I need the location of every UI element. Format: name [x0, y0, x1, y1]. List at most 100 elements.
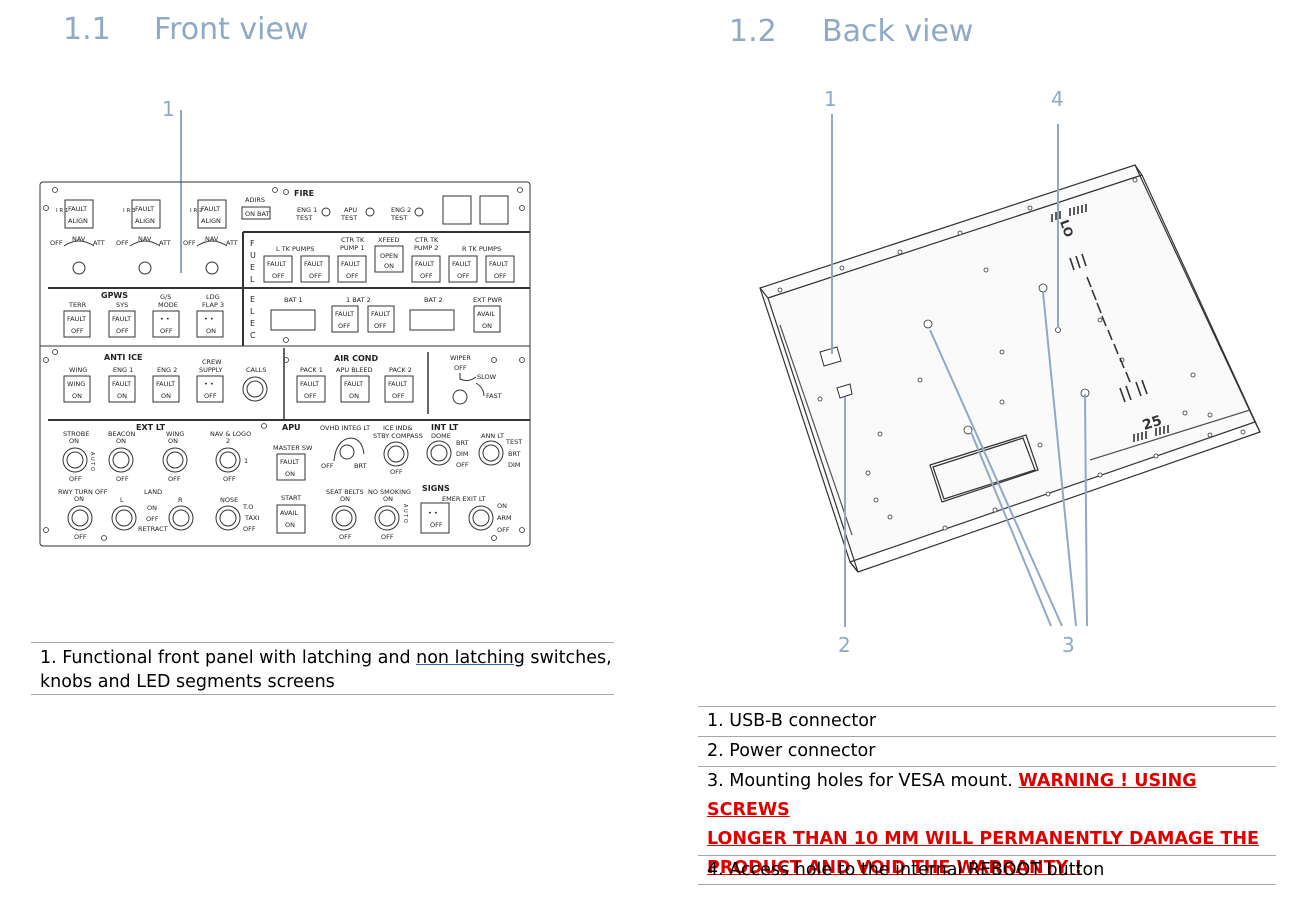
- ir2-label: I R 2: [190, 208, 202, 214]
- gpws-ldg-on: ON: [206, 327, 216, 335]
- back-warning-line2: LONGER THAN 10 MM WILL PERMANENTLY DAMAG…: [707, 829, 1259, 849]
- gpws-title: GPWS: [101, 291, 128, 300]
- fuel-xfeed-open: OPEN: [380, 252, 398, 260]
- intlt-title: INT LT: [431, 423, 459, 432]
- aircond-f1: FAULT: [300, 380, 319, 388]
- ir1-nav: NAV: [72, 235, 86, 243]
- elec-avail: AVAIL: [477, 310, 495, 318]
- ir3-nav: NAV: [138, 235, 152, 243]
- fuel-o6: OFF: [494, 272, 507, 280]
- fuel-ctr2b: PUMP 2: [414, 244, 438, 252]
- antiice-eng1-fault: FAULT: [112, 380, 131, 388]
- extlt-wing: WING: [166, 430, 184, 438]
- wiper-title: WIPER: [450, 354, 471, 362]
- apu-fault: FAULT: [280, 458, 299, 466]
- emer-exit-lt: EMER EXIT LT: [442, 495, 486, 503]
- extlt-beacon-off: OFF: [116, 475, 129, 483]
- gpws-sys-off: OFF: [116, 327, 129, 335]
- extlt-strobe: STROBE: [63, 430, 89, 438]
- extlt-nav-off: OFF: [223, 475, 236, 483]
- fuel-o5: OFF: [457, 272, 470, 280]
- gpws-ldg: LDG: [206, 293, 220, 301]
- seatbelts-off: OFF: [339, 533, 352, 541]
- back-view-number: 1.2: [729, 14, 777, 49]
- intlt-dim: DIM: [456, 450, 469, 458]
- front-view-number: 1.1: [63, 12, 111, 47]
- overhead-panel-drawing: ADIRS ON BAT I R 1 I R 3 I R 2 FAULT ALI…: [39, 181, 531, 547]
- extlt-nose-taxi: TAXI: [244, 514, 259, 522]
- fuel-xfeed: XFEED: [378, 236, 399, 244]
- elec-f1: FAULT: [335, 310, 354, 318]
- adirs-title: ADIRS: [245, 196, 265, 204]
- aircond-o1: OFF: [304, 392, 317, 400]
- back-plate-bottom: 25: [1141, 413, 1164, 434]
- fuel-f4: FAULT: [415, 260, 434, 268]
- extlt-land-retract: RETRACT: [138, 525, 168, 533]
- gpws-terr-off: OFF: [71, 327, 84, 335]
- nosmoking: NO SMOKING: [368, 488, 411, 496]
- ir1-align: ALIGN: [68, 217, 88, 225]
- extlt-nav-2: 2: [226, 437, 230, 445]
- front-table-bottom: [31, 694, 614, 695]
- extlt-land-r: R: [178, 496, 183, 504]
- front-leader-1: [180, 110, 182, 273]
- elec-o1: OFF: [338, 322, 351, 330]
- extlt-rwy-on: ON: [74, 495, 84, 503]
- fire-eng2: ENG 2: [391, 206, 411, 214]
- apu-start: START: [281, 494, 301, 502]
- fuel-rtk: R TK PUMPS: [462, 245, 501, 253]
- extlt-land: LAND: [144, 488, 162, 496]
- back-panel-drawing: LO 25: [759, 164, 1261, 573]
- back-leader-2: [844, 397, 846, 627]
- fuel-o3: OFF: [346, 272, 359, 280]
- ir2-fault: FAULT: [201, 205, 220, 213]
- fire-apu: APU: [344, 206, 357, 214]
- ice-ind-off: OFF: [390, 468, 403, 476]
- fuel-o4: OFF: [420, 272, 433, 280]
- elec-side-c: C: [250, 331, 256, 340]
- extlt-nav-1: 1: [244, 457, 248, 465]
- fuel-xfeed-on: ON: [384, 262, 394, 270]
- ir2-align: ALIGN: [201, 217, 221, 225]
- fuel-f3: FAULT: [341, 260, 360, 268]
- extlt-wing-off: OFF: [168, 475, 181, 483]
- extlt-rwy: RWY TURN OFF: [58, 488, 108, 496]
- ovhd-off: OFF: [321, 462, 334, 470]
- fuel-f5: FAULT: [452, 260, 471, 268]
- signs-title: SIGNS: [422, 484, 450, 493]
- wiper-fast: FAST: [486, 392, 502, 400]
- front-view-heading: 1.1 Front view: [63, 12, 309, 47]
- front-desc-line2: knobs and LED segments screens: [40, 672, 335, 692]
- back-item-1: 1. USB-B connector: [707, 711, 877, 731]
- back-callout-1: 1: [824, 87, 837, 111]
- antiice-wing: WING: [69, 366, 87, 374]
- ir1-fault: FAULT: [68, 205, 87, 213]
- elec-side-e: E: [250, 295, 255, 304]
- apu-title: APU: [282, 423, 301, 432]
- emer-off: OFF: [430, 521, 443, 529]
- back-warning-line1: WARNING ! USING SCREWS: [707, 771, 1197, 820]
- nosmoking-on: ON: [383, 495, 393, 503]
- extlt-land-off: OFF: [146, 515, 159, 523]
- back-callout-3: 3: [1062, 633, 1075, 657]
- ir3-off: OFF: [116, 239, 129, 247]
- fire-eng1: ENG 1: [297, 206, 317, 214]
- back-view-title: Back view: [822, 14, 974, 49]
- back-table-line-2: [698, 766, 1276, 767]
- extlt-nose: NOSE: [220, 496, 238, 504]
- fuel-o1: OFF: [272, 272, 285, 280]
- fuel-f1: FAULT: [267, 260, 286, 268]
- back-callout-2: 2: [838, 633, 851, 657]
- front-callout-1: 1: [162, 97, 175, 121]
- fuel-ctr1a: CTR TK: [341, 236, 365, 244]
- fire-eng1-test: TEST: [295, 214, 312, 222]
- extlt-navlogo: NAV & LOGO: [210, 430, 251, 438]
- annlt-dim: DIM: [508, 461, 521, 469]
- annlt-brt: BRT: [508, 450, 521, 458]
- elec-side-e2: E: [250, 319, 255, 328]
- fuel-side-l: L: [250, 275, 255, 284]
- seatbelts-on: ON: [340, 495, 350, 503]
- ir2-off: OFF: [183, 239, 196, 247]
- fuel-ltk: L TK PUMPS: [276, 245, 314, 253]
- emer-arm: ARM: [497, 514, 512, 522]
